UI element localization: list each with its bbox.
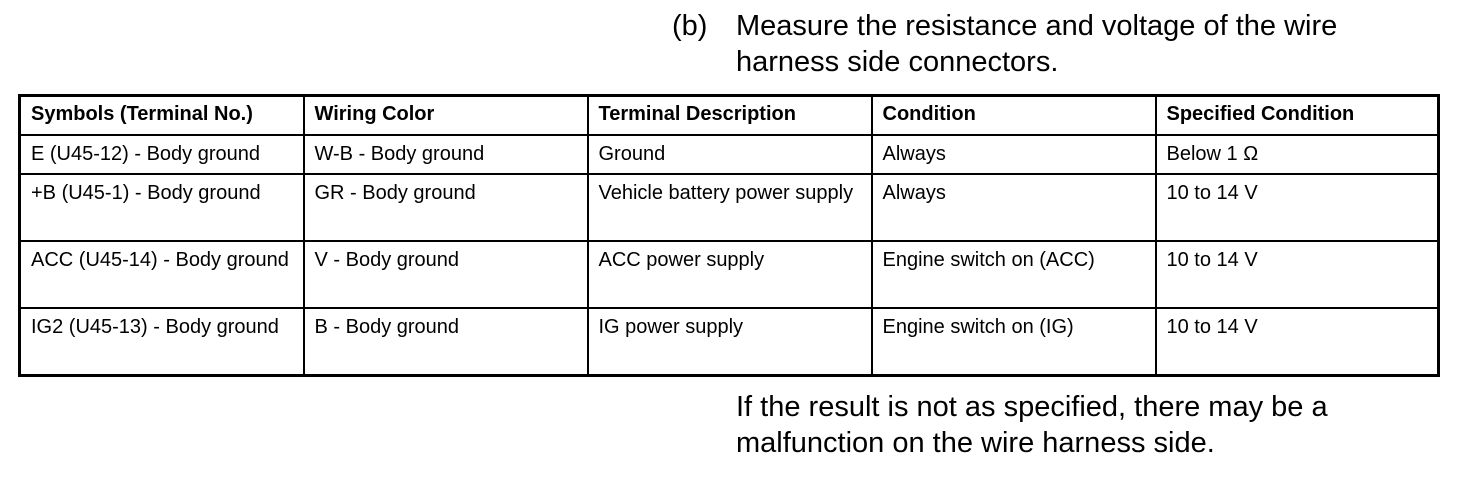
column-header-symbols: Symbols (Terminal No.)	[18, 94, 305, 136]
cell-terminal-description: ACC power supply	[586, 240, 873, 309]
column-header-terminal-description: Terminal Description	[586, 94, 873, 136]
table-row: E (U45-12) - Body ground W-B - Body grou…	[18, 134, 1440, 175]
cell-specified-condition: 10 to 14 V	[1154, 240, 1440, 309]
cell-symbols: ACC (U45-14) - Body ground	[18, 240, 305, 309]
cell-terminal-description: Vehicle battery power supply	[586, 173, 873, 242]
cell-wiring-color: W-B - Body ground	[302, 134, 589, 175]
cell-symbols: IG2 (U45-13) - Body ground	[18, 307, 305, 377]
cell-specified-condition: Below 1 Ω	[1154, 134, 1440, 175]
cell-terminal-description: Ground	[586, 134, 873, 175]
cell-condition: Engine switch on (IG)	[870, 307, 1157, 377]
result-note: If the result is not as specified, there…	[736, 391, 1328, 459]
table-row: IG2 (U45-13) - Body ground B - Body grou…	[18, 307, 1440, 377]
cell-wiring-color: V - Body ground	[302, 240, 589, 309]
column-header-specified-condition: Specified Condition	[1154, 94, 1440, 136]
cell-wiring-color: GR - Body ground	[302, 173, 589, 242]
cell-terminal-description: IG power supply	[586, 307, 873, 377]
cell-specified-condition: 10 to 14 V	[1154, 173, 1440, 242]
cell-condition: Always	[870, 134, 1157, 175]
table-header-row: Symbols (Terminal No.) Wiring Color Term…	[18, 94, 1440, 136]
cell-specified-condition: 10 to 14 V	[1154, 307, 1440, 377]
cell-symbols: E (U45-12) - Body ground	[18, 134, 305, 175]
column-header-wiring-color: Wiring Color	[302, 94, 589, 136]
table-row: ACC (U45-14) - Body ground V - Body grou…	[18, 240, 1440, 309]
cell-symbols: +B (U45-1) - Body ground	[18, 173, 305, 242]
step-marker: (b)	[672, 10, 708, 42]
column-header-condition: Condition	[870, 94, 1157, 136]
step-instruction: Measure the resistance and voltage of th…	[736, 10, 1338, 78]
specification-table: Symbols (Terminal No.) Wiring Color Term…	[18, 94, 1440, 377]
table-row: +B (U45-1) - Body ground GR - Body groun…	[18, 173, 1440, 242]
cell-wiring-color: B - Body ground	[302, 307, 589, 377]
cell-condition: Engine switch on (ACC)	[870, 240, 1157, 309]
cell-condition: Always	[870, 173, 1157, 242]
